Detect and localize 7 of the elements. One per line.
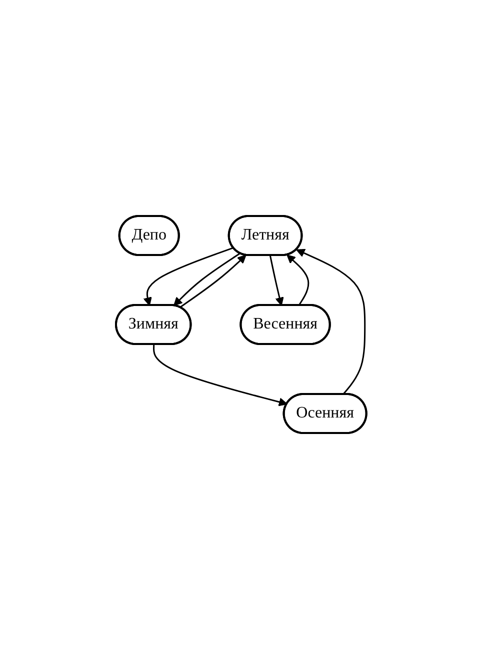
arrow [286,254,309,306]
arrow [143,246,234,306]
arrow [296,248,366,394]
arrow [269,254,284,306]
arrow [179,254,246,308]
arrow [152,344,288,406]
arrow [173,252,240,306]
